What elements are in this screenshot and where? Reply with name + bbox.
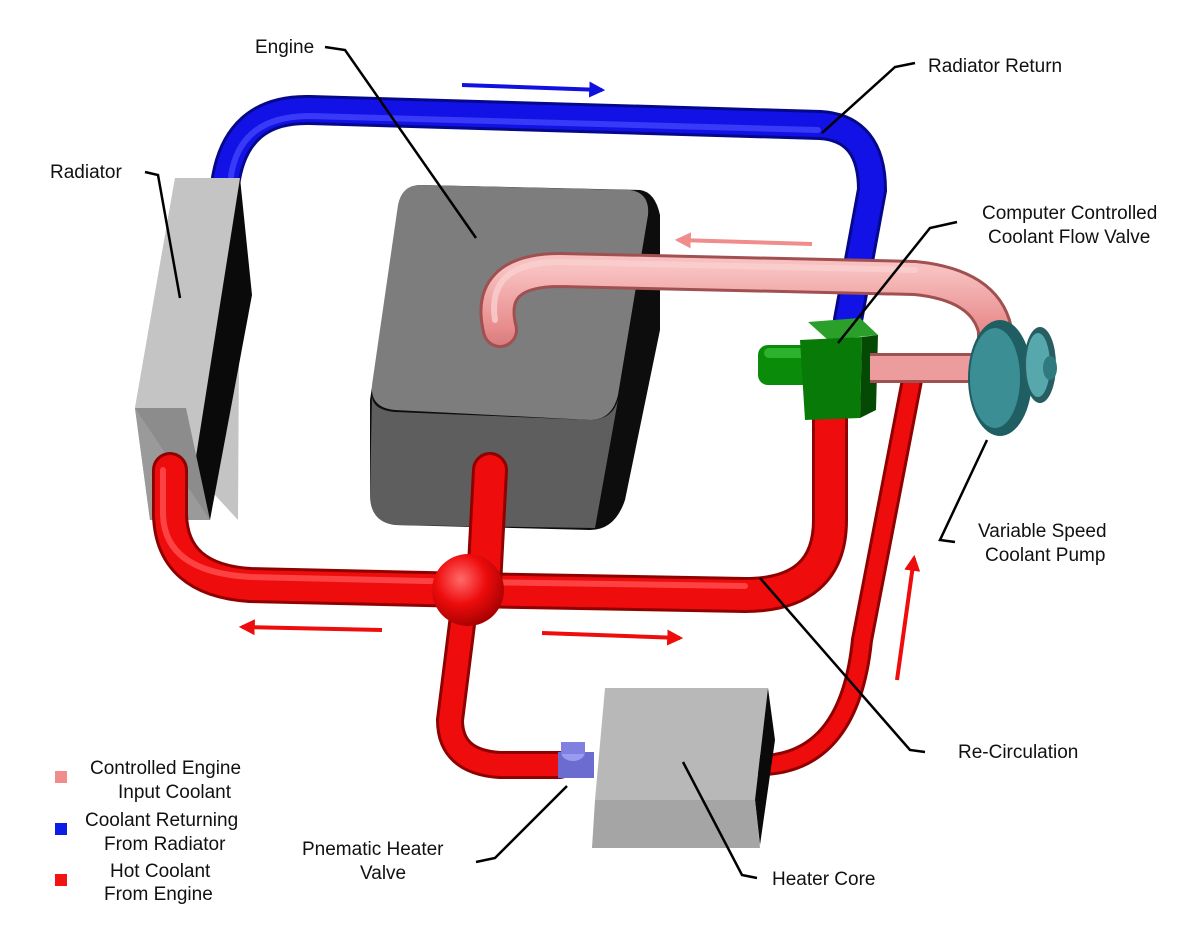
flow-valve-label-line2: Coolant Flow Valve bbox=[988, 227, 1150, 248]
junction-sphere bbox=[432, 554, 504, 626]
legend-item-cold: Coolant Returning From Radiator bbox=[55, 810, 238, 855]
legend-label-line2: Input Coolant bbox=[118, 782, 232, 803]
legend-item-hot: Hot Coolant From Engine bbox=[55, 861, 213, 905]
heater-core-label: Heater Core bbox=[772, 869, 876, 890]
heater-valve-label-line1: Pnematic Heater bbox=[302, 839, 444, 860]
legend-label-line1: Controlled Engine bbox=[90, 758, 241, 779]
pump-label-line2: Coolant Pump bbox=[985, 545, 1105, 566]
flow-arrow-red-up bbox=[895, 554, 921, 681]
radiator-return-label: Radiator Return bbox=[928, 56, 1062, 77]
coolant-flow-valve bbox=[758, 318, 878, 420]
recirculation-label: Re-Circulation bbox=[958, 742, 1078, 763]
radiator-label: Radiator bbox=[50, 162, 122, 183]
hot-coolant-pipe bbox=[152, 369, 923, 779]
radiator bbox=[135, 178, 252, 520]
legend-label-line2: From Engine bbox=[104, 884, 213, 905]
heater-valve-label-line2: Valve bbox=[360, 863, 406, 884]
legend-swatch-cold bbox=[55, 823, 67, 835]
controlled-input-pipe bbox=[479, 251, 1013, 403]
flow-arrow-pink bbox=[674, 232, 813, 249]
flow-arrow-blue bbox=[461, 81, 606, 98]
legend-swatch-hot bbox=[55, 874, 67, 886]
legend-label-line1: Coolant Returning bbox=[85, 810, 238, 831]
legend-label-line1: Hot Coolant bbox=[110, 861, 211, 882]
legend: Controlled Engine Input Coolant Coolant … bbox=[55, 758, 241, 905]
pump-label-line1: Variable Speed bbox=[978, 521, 1107, 542]
coolant-pump bbox=[968, 320, 1057, 436]
legend-item-controlled: Controlled Engine Input Coolant bbox=[55, 758, 241, 803]
radiator-return-pipe bbox=[210, 94, 888, 335]
flow-valve-label-line1: Computer Controlled bbox=[982, 203, 1157, 224]
legend-label-line2: From Radiator bbox=[104, 834, 226, 855]
engine bbox=[370, 185, 660, 530]
heater-valve bbox=[558, 742, 594, 778]
flow-arrow-red-left bbox=[238, 619, 383, 636]
engine-label: Engine bbox=[255, 37, 314, 58]
heater-core bbox=[592, 688, 775, 848]
legend-swatch-controlled bbox=[55, 771, 67, 783]
leader-lines bbox=[144, 45, 989, 880]
flow-arrows bbox=[238, 81, 921, 681]
flow-arrow-red-right bbox=[541, 629, 684, 646]
